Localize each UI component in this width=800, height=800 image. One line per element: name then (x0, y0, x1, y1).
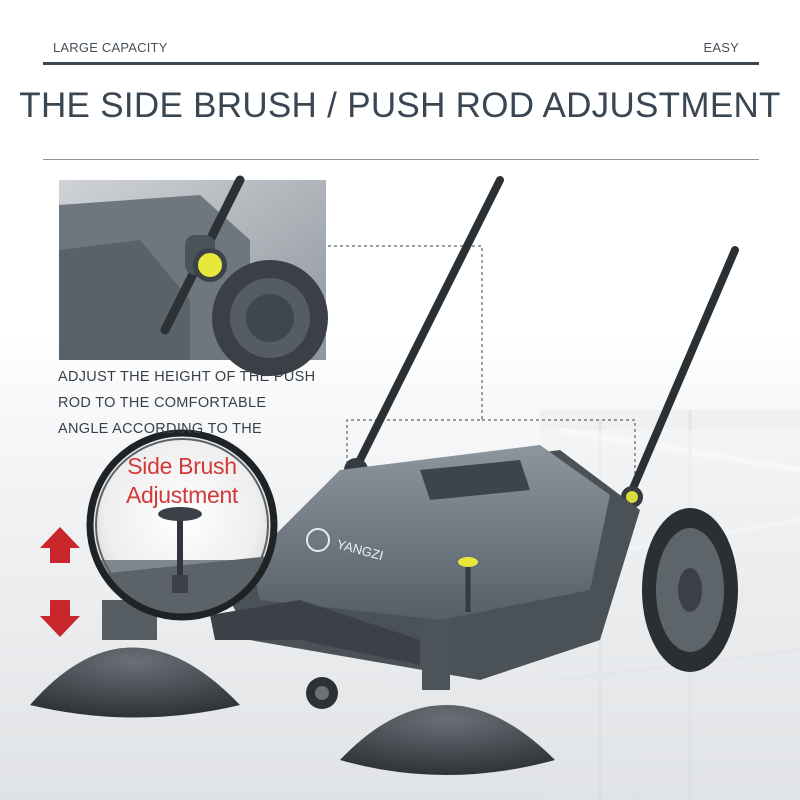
caption-line: ADJUST THE HEIGHT OF THE PUSH (58, 369, 316, 385)
push-rod-closeup-image (59, 175, 328, 376)
page-title: THE SIDE BRUSH / PUSH ROD ADJUSTMENT (19, 86, 781, 125)
header-rule (43, 62, 759, 65)
magnifier-label-line: Adjustment (125, 482, 239, 508)
side-brush-right (340, 705, 555, 775)
caption-line: ANGLE ACCORDING TO THE (58, 421, 263, 437)
side-brush-magnifier (86, 429, 278, 621)
magnifier-label: Side Brush Adjustment (102, 452, 262, 510)
up-arrow-icon (40, 527, 80, 563)
header-left-label: LARGE CAPACITY (53, 40, 168, 55)
sweeper-body: YANGZI (210, 445, 738, 709)
magnifier-label-line: Side Brush (127, 453, 237, 479)
down-arrow-icon (40, 600, 80, 637)
caption: ADJUST THE HEIGHT OF THE PUSH ROD TO THE… (58, 364, 348, 442)
caption-line: ROD TO THE COMFORTABLE (58, 395, 267, 411)
header-right-label: EASY (703, 40, 739, 55)
title-rule (43, 159, 759, 160)
callout-lines (328, 245, 636, 490)
